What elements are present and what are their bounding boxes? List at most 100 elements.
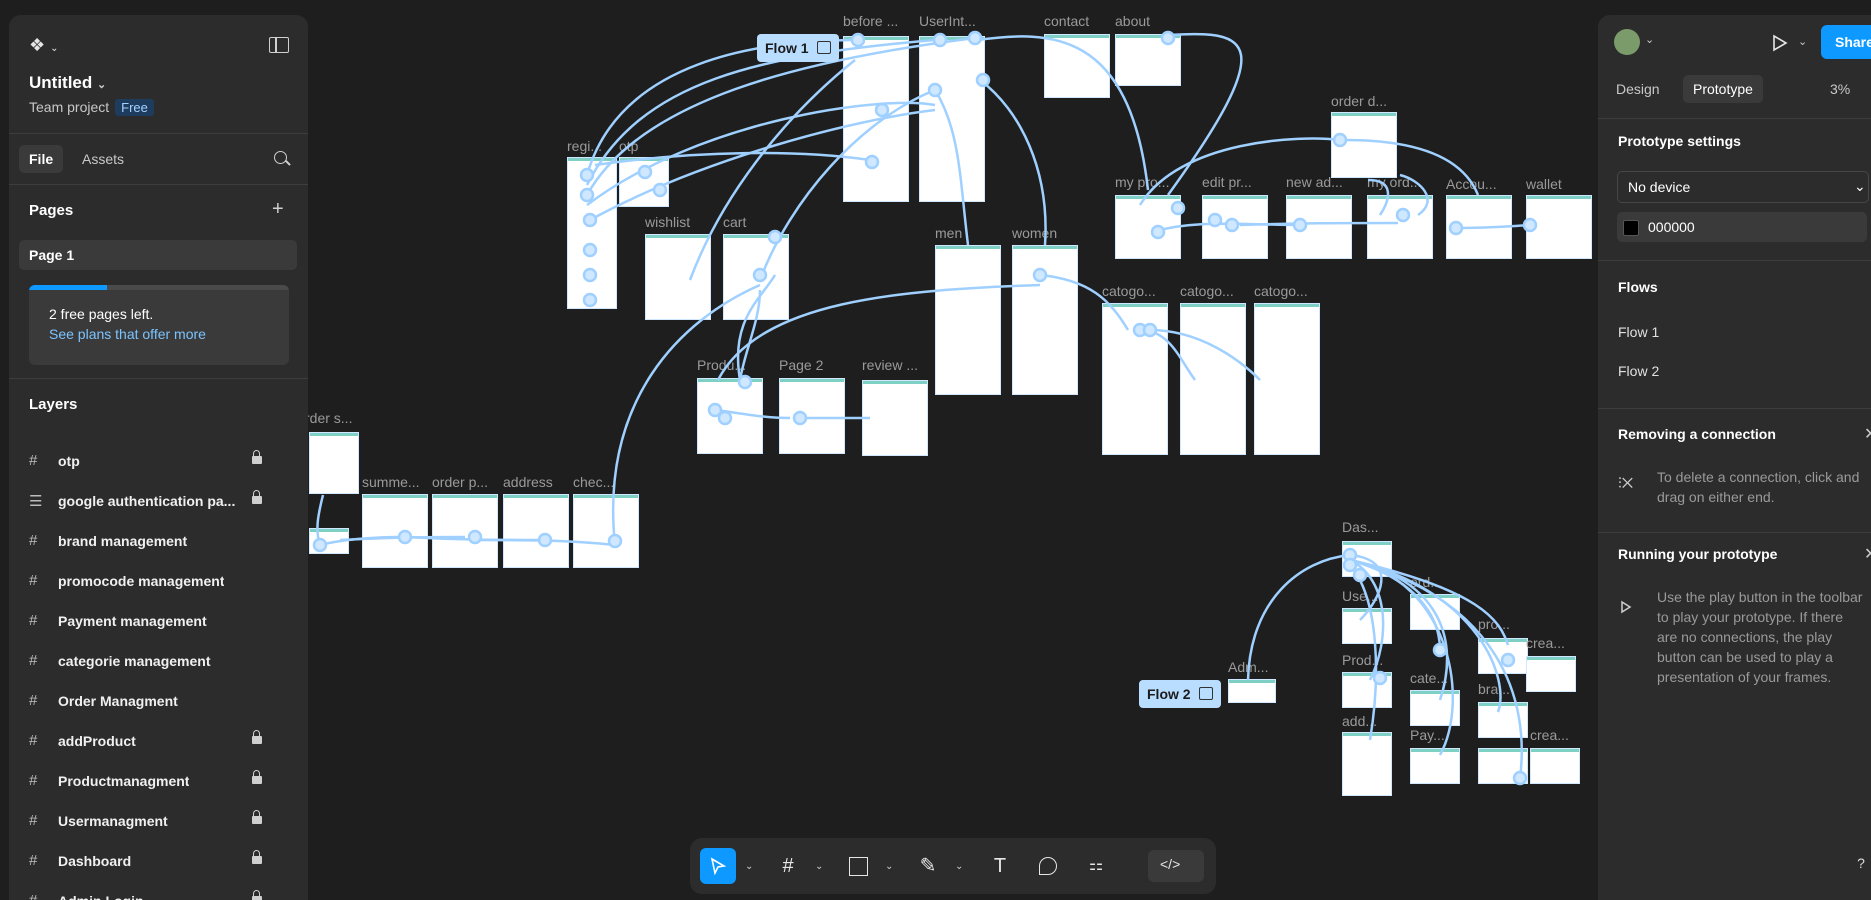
lock-icon[interactable] [252, 890, 262, 900]
frame-review[interactable] [862, 380, 928, 456]
move-tool[interactable] [700, 848, 736, 884]
zoom-level[interactable]: 3% [1830, 81, 1851, 97]
text-tool[interactable]: T [993, 855, 1007, 877]
flow-item-2[interactable]: Flow 2 [1618, 363, 1660, 379]
background-color-value[interactable]: 000000 [1648, 219, 1695, 235]
frame-about[interactable] [1115, 34, 1181, 86]
frame-dashboard[interactable] [1342, 541, 1392, 577]
toggle-sidebar-icon[interactable] [269, 37, 289, 53]
help-button[interactable]: ? [1846, 848, 1871, 878]
pen-tool-chevron-icon[interactable]: ⌄ [955, 861, 964, 872]
layer-item[interactable]: ☰google authentication pa... [9, 482, 308, 522]
frame-order-success[interactable] [309, 432, 359, 494]
move-tool-chevron-icon[interactable]: ⌄ [745, 861, 754, 872]
close-icon[interactable]: ✕ [1864, 426, 1871, 443]
layer-item[interactable]: #Dashboard [9, 842, 308, 882]
tab-design[interactable]: Design [1616, 81, 1660, 97]
frame-tool-chevron-icon[interactable]: ⌄ [815, 861, 824, 872]
frame-my-profile[interactable] [1115, 195, 1181, 259]
frame-summary[interactable] [362, 494, 428, 568]
see-plans-link[interactable]: See plans that offer more [49, 326, 206, 342]
frame-order-management[interactable] [1410, 594, 1460, 630]
pen-tool[interactable]: ✎ [919, 855, 937, 877]
frame-new-address[interactable] [1286, 195, 1352, 259]
frame-brand[interactable] [1478, 702, 1528, 738]
lock-icon[interactable] [252, 730, 262, 744]
tab-file[interactable]: File [19, 145, 64, 173]
lock-icon[interactable] [252, 810, 262, 824]
figma-logo-icon[interactable]: ❖ ⌄ [29, 35, 59, 55]
frame-payment-management[interactable] [1410, 748, 1460, 784]
frame-wallet[interactable] [1526, 195, 1592, 259]
flow-2-tag[interactable]: Flow 2 [1139, 680, 1221, 708]
tab-prototype[interactable]: Prototype [1683, 75, 1763, 103]
frame-before[interactable] [843, 36, 909, 202]
frame-women[interactable] [1012, 245, 1078, 395]
frame-order-payment[interactable] [432, 494, 498, 568]
layer-item[interactable]: #otp [9, 442, 308, 482]
frame-page-2[interactable] [779, 378, 845, 454]
frame-address[interactable] [503, 494, 569, 568]
share-button[interactable]: Share [1821, 25, 1871, 59]
play-options-chevron-icon[interactable]: ⌄ [1798, 36, 1808, 48]
layer-item[interactable]: #Usermanagment [9, 802, 308, 842]
avatar[interactable] [1614, 29, 1640, 55]
layer-item[interactable]: #Order Managment [9, 682, 308, 722]
frame-account[interactable] [1446, 195, 1512, 259]
layer-item[interactable]: #promocode management [9, 562, 308, 602]
lock-icon[interactable] [252, 770, 262, 784]
frame-registration[interactable] [567, 157, 617, 309]
page-item-page-1[interactable]: Page 1 [19, 240, 297, 270]
comment-tool[interactable] [1030, 848, 1066, 884]
dev-mode-toggle[interactable]: </> [1148, 850, 1204, 882]
shape-tool-chevron-icon[interactable]: ⌄ [885, 861, 894, 872]
frame-add-product[interactable] [1342, 732, 1392, 796]
add-page-icon[interactable]: + [272, 198, 284, 220]
color-swatch[interactable] [1623, 220, 1639, 236]
flow-item-1[interactable]: Flow 1 [1618, 324, 1660, 340]
lock-icon[interactable] [252, 490, 262, 504]
background-color-field[interactable]: 000000 [1617, 212, 1867, 242]
layer-item[interactable]: #addProduct [9, 722, 308, 762]
frame-men[interactable] [935, 245, 1001, 395]
tab-assets[interactable]: Assets [82, 151, 125, 167]
actions-tool[interactable]: ⚏ [1088, 857, 1104, 874]
frame-edit-profile[interactable] [1202, 195, 1268, 259]
frame-wishlist[interactable] [645, 234, 711, 320]
frame-otp[interactable] [619, 157, 669, 207]
frame-checkout[interactable] [573, 494, 639, 568]
frame-userinterface[interactable] [919, 36, 985, 202]
frame-create-2[interactable] [1478, 748, 1528, 784]
frame-create-1[interactable] [1526, 656, 1576, 692]
layer-item[interactable]: #Productmanagment [9, 762, 308, 802]
frame-create-3[interactable] [1530, 748, 1580, 784]
frame-small-left[interactable] [309, 528, 349, 554]
frame-category-3[interactable] [1254, 303, 1320, 455]
flow-1-tag[interactable]: Flow 1 [757, 34, 839, 62]
frame-cart[interactable] [723, 234, 789, 320]
device-select[interactable]: No device⌄ [1617, 171, 1869, 203]
frame-admin-login[interactable] [1228, 679, 1276, 703]
frame-category-2[interactable] [1180, 303, 1246, 455]
layer-item[interactable]: #brand management [9, 522, 308, 562]
frame-promocode[interactable] [1478, 638, 1528, 674]
frame-product[interactable] [697, 378, 763, 454]
close-icon[interactable]: ✕ [1864, 546, 1871, 563]
frame-category-management[interactable] [1410, 690, 1460, 726]
play-icon[interactable] [1772, 34, 1788, 52]
frame-tool[interactable]: # [782, 855, 794, 877]
frame-order-details[interactable] [1331, 112, 1397, 178]
lock-icon[interactable] [252, 450, 262, 464]
frame-contact[interactable] [1044, 34, 1110, 98]
shape-tool[interactable] [840, 848, 876, 884]
chevron-down-icon[interactable]: ⌄ [1645, 34, 1655, 46]
lock-icon[interactable] [252, 850, 262, 864]
play-flow-icon[interactable] [1198, 687, 1213, 700]
frame-user-management[interactable] [1342, 608, 1392, 644]
frame-product-management[interactable] [1342, 672, 1392, 708]
chevron-down-icon[interactable]: ⌄ [97, 79, 107, 91]
search-icon[interactable] [274, 151, 291, 166]
frame-my-orders[interactable] [1367, 195, 1433, 259]
layer-item[interactable]: #categorie management [9, 642, 308, 682]
